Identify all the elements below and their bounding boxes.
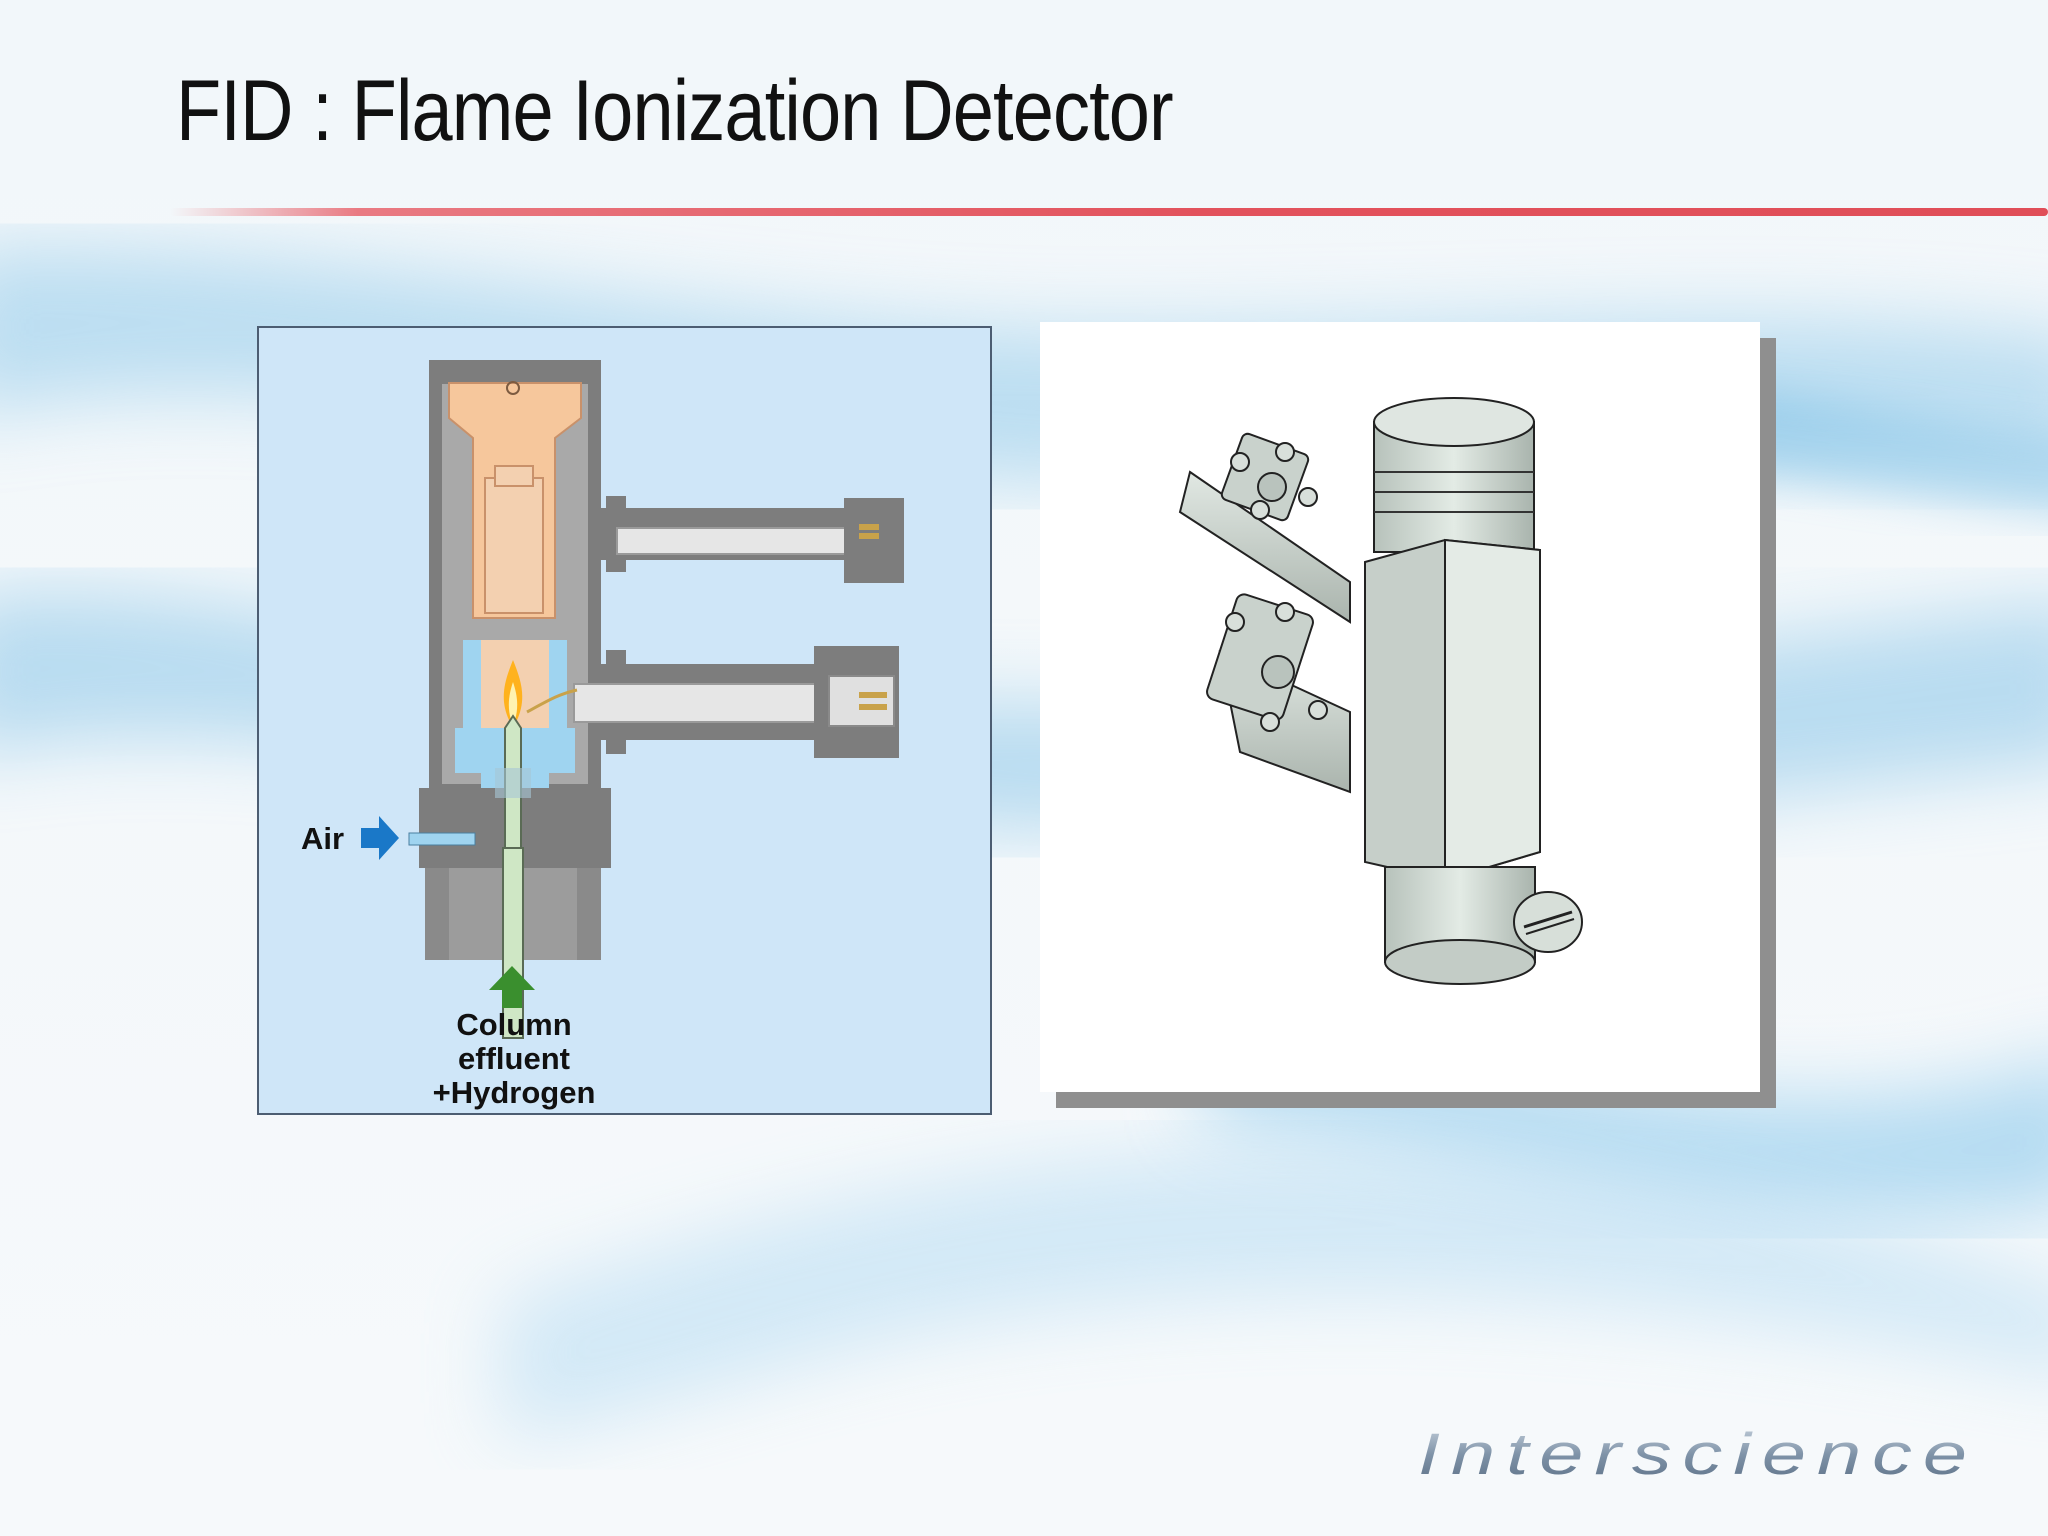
lower-side-tube <box>1206 593 1351 794</box>
column-effluent-line-2: effluent <box>458 1041 570 1076</box>
detector-3d-illustration <box>1178 397 1583 985</box>
fid-cross-section-panel: Air Column effluent +Hydrogen <box>257 326 992 1115</box>
column-effluent-arrow <box>489 966 535 1008</box>
air-arrow <box>361 816 399 860</box>
interscience-logo: Interscience <box>1418 1426 1978 1482</box>
logo-text: Interscience <box>1418 1426 1978 1482</box>
air-label: Air <box>301 821 345 856</box>
upper-side-tube <box>1178 432 1351 624</box>
igniter-connector <box>526 646 899 758</box>
fid-cross-section-diagram <box>361 360 904 1039</box>
column-effluent-label: Column effluent +Hydrogen <box>389 1008 639 1110</box>
detector-3d-illustration-card <box>1040 322 1760 1092</box>
side-screw <box>1513 891 1583 953</box>
bottom-cylinder <box>1384 866 1536 985</box>
top-cylinder-cap <box>1373 397 1535 553</box>
title-divider <box>170 208 2048 216</box>
hexagonal-body <box>1364 538 1541 882</box>
air-inlet-tube <box>408 832 476 846</box>
column-effluent-line-1: Column <box>456 1007 572 1042</box>
collector-connector <box>601 496 904 583</box>
column-effluent-line-3: +Hydrogen <box>432 1075 596 1110</box>
slide-title: FID : Flame Ionization Detector <box>176 63 1174 159</box>
